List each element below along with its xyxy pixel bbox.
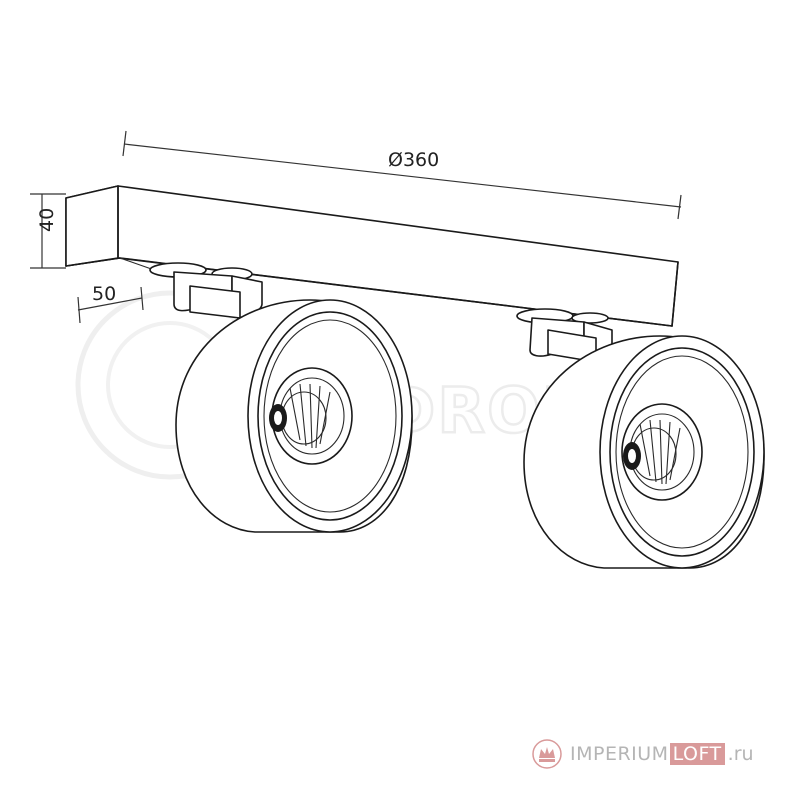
left-mount: [149, 262, 263, 319]
length-dimension-label: Ø360: [388, 149, 439, 171]
crown-emblem-icon: [532, 739, 562, 769]
imperiumloft-logo: IMPERIUM LOFT .ru: [530, 734, 754, 774]
offset-dimension: 50: [77, 283, 144, 324]
logo-text-domain: .ru: [727, 743, 754, 765]
height-dimension-label: 40: [36, 208, 58, 232]
length-dimension: Ø360: [122, 130, 682, 220]
logo-text-loft: LOFT: [669, 743, 725, 765]
height-dimension: 40: [30, 193, 66, 269]
left-spotlight: [175, 299, 413, 533]
right-spotlight: [523, 335, 765, 569]
logo-text-imperium: IMPERIUM: [570, 743, 669, 765]
track-bar: [65, 185, 679, 327]
offset-dimension-label: 50: [92, 283, 116, 305]
